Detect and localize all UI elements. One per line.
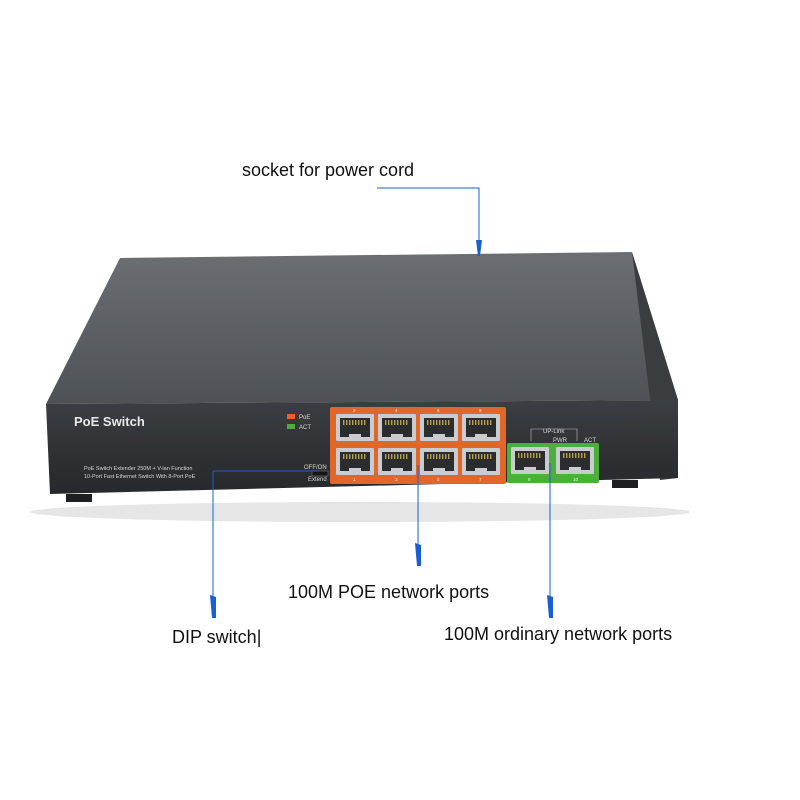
port-number-label: 2 <box>353 408 356 413</box>
poe-legend-label: PoE <box>299 415 310 421</box>
poe-port-group: 2 1 4 3 6 5 8 7 <box>336 408 500 482</box>
dip-callout-tip <box>210 595 216 618</box>
dip-switch <box>311 470 329 477</box>
switch-top-surface <box>46 252 678 404</box>
device-foot-right <box>612 480 638 488</box>
act-legend-swatch <box>287 424 295 429</box>
port-number-label: 5 <box>437 477 440 482</box>
poe-port-2 <box>336 414 374 441</box>
spec-line-2: 10-Port Fast Ethernet Switch With 8-Port… <box>84 474 196 480</box>
power-socket-caption: socket for power cord <box>242 160 415 180</box>
brand-label: PoE Switch <box>74 414 145 429</box>
port-number-label: 7 <box>479 477 482 482</box>
uplink-port-group: 9 10 <box>511 447 594 482</box>
uplink-port-9 <box>511 447 549 474</box>
poe-port-5 <box>420 448 458 475</box>
dip-switch-caption: DIP switch| <box>172 627 262 647</box>
pwr-label: PWR <box>553 438 568 444</box>
uplink-port-10 <box>556 447 594 474</box>
extend-label: Extend <box>308 477 327 483</box>
spec-line-1: PoE Switch Extender 250M + V-lan Functio… <box>84 466 192 472</box>
port-number-label: 4 <box>395 408 398 413</box>
poe-port-7 <box>462 448 500 475</box>
port-number-label: 6 <box>437 408 440 413</box>
port-number-label: 3 <box>395 477 398 482</box>
poe-port-8 <box>462 414 500 441</box>
act-label: ACT <box>584 438 596 444</box>
poe-callout-tip <box>415 543 421 566</box>
power-callout-tip <box>476 240 482 256</box>
poe-ports-caption: 100M POE network ports <box>288 582 490 602</box>
ordinary-callout-tip <box>547 595 553 618</box>
device-shadow <box>30 502 690 522</box>
poe-legend-swatch <box>287 414 295 419</box>
port-number-label: 1 <box>353 477 356 482</box>
uplink-label: UP-Link <box>543 429 565 435</box>
port-number-label: 9 <box>528 477 531 482</box>
port-number-label: 8 <box>479 408 482 413</box>
poe-port-6 <box>420 414 458 441</box>
off-on-label: OFF/ON <box>304 465 327 471</box>
poe-port-1 <box>336 448 374 475</box>
poe-port-4 <box>378 414 416 441</box>
port-number-label: 10 <box>573 477 579 482</box>
power-callout-line <box>377 187 480 255</box>
device-foot-left <box>66 494 92 502</box>
act-legend-label: ACT <box>299 425 311 431</box>
ordinary-ports-caption: 100M ordinary network ports <box>444 624 673 644</box>
uplink-bracket <box>530 428 578 441</box>
poe-port-3 <box>378 448 416 475</box>
